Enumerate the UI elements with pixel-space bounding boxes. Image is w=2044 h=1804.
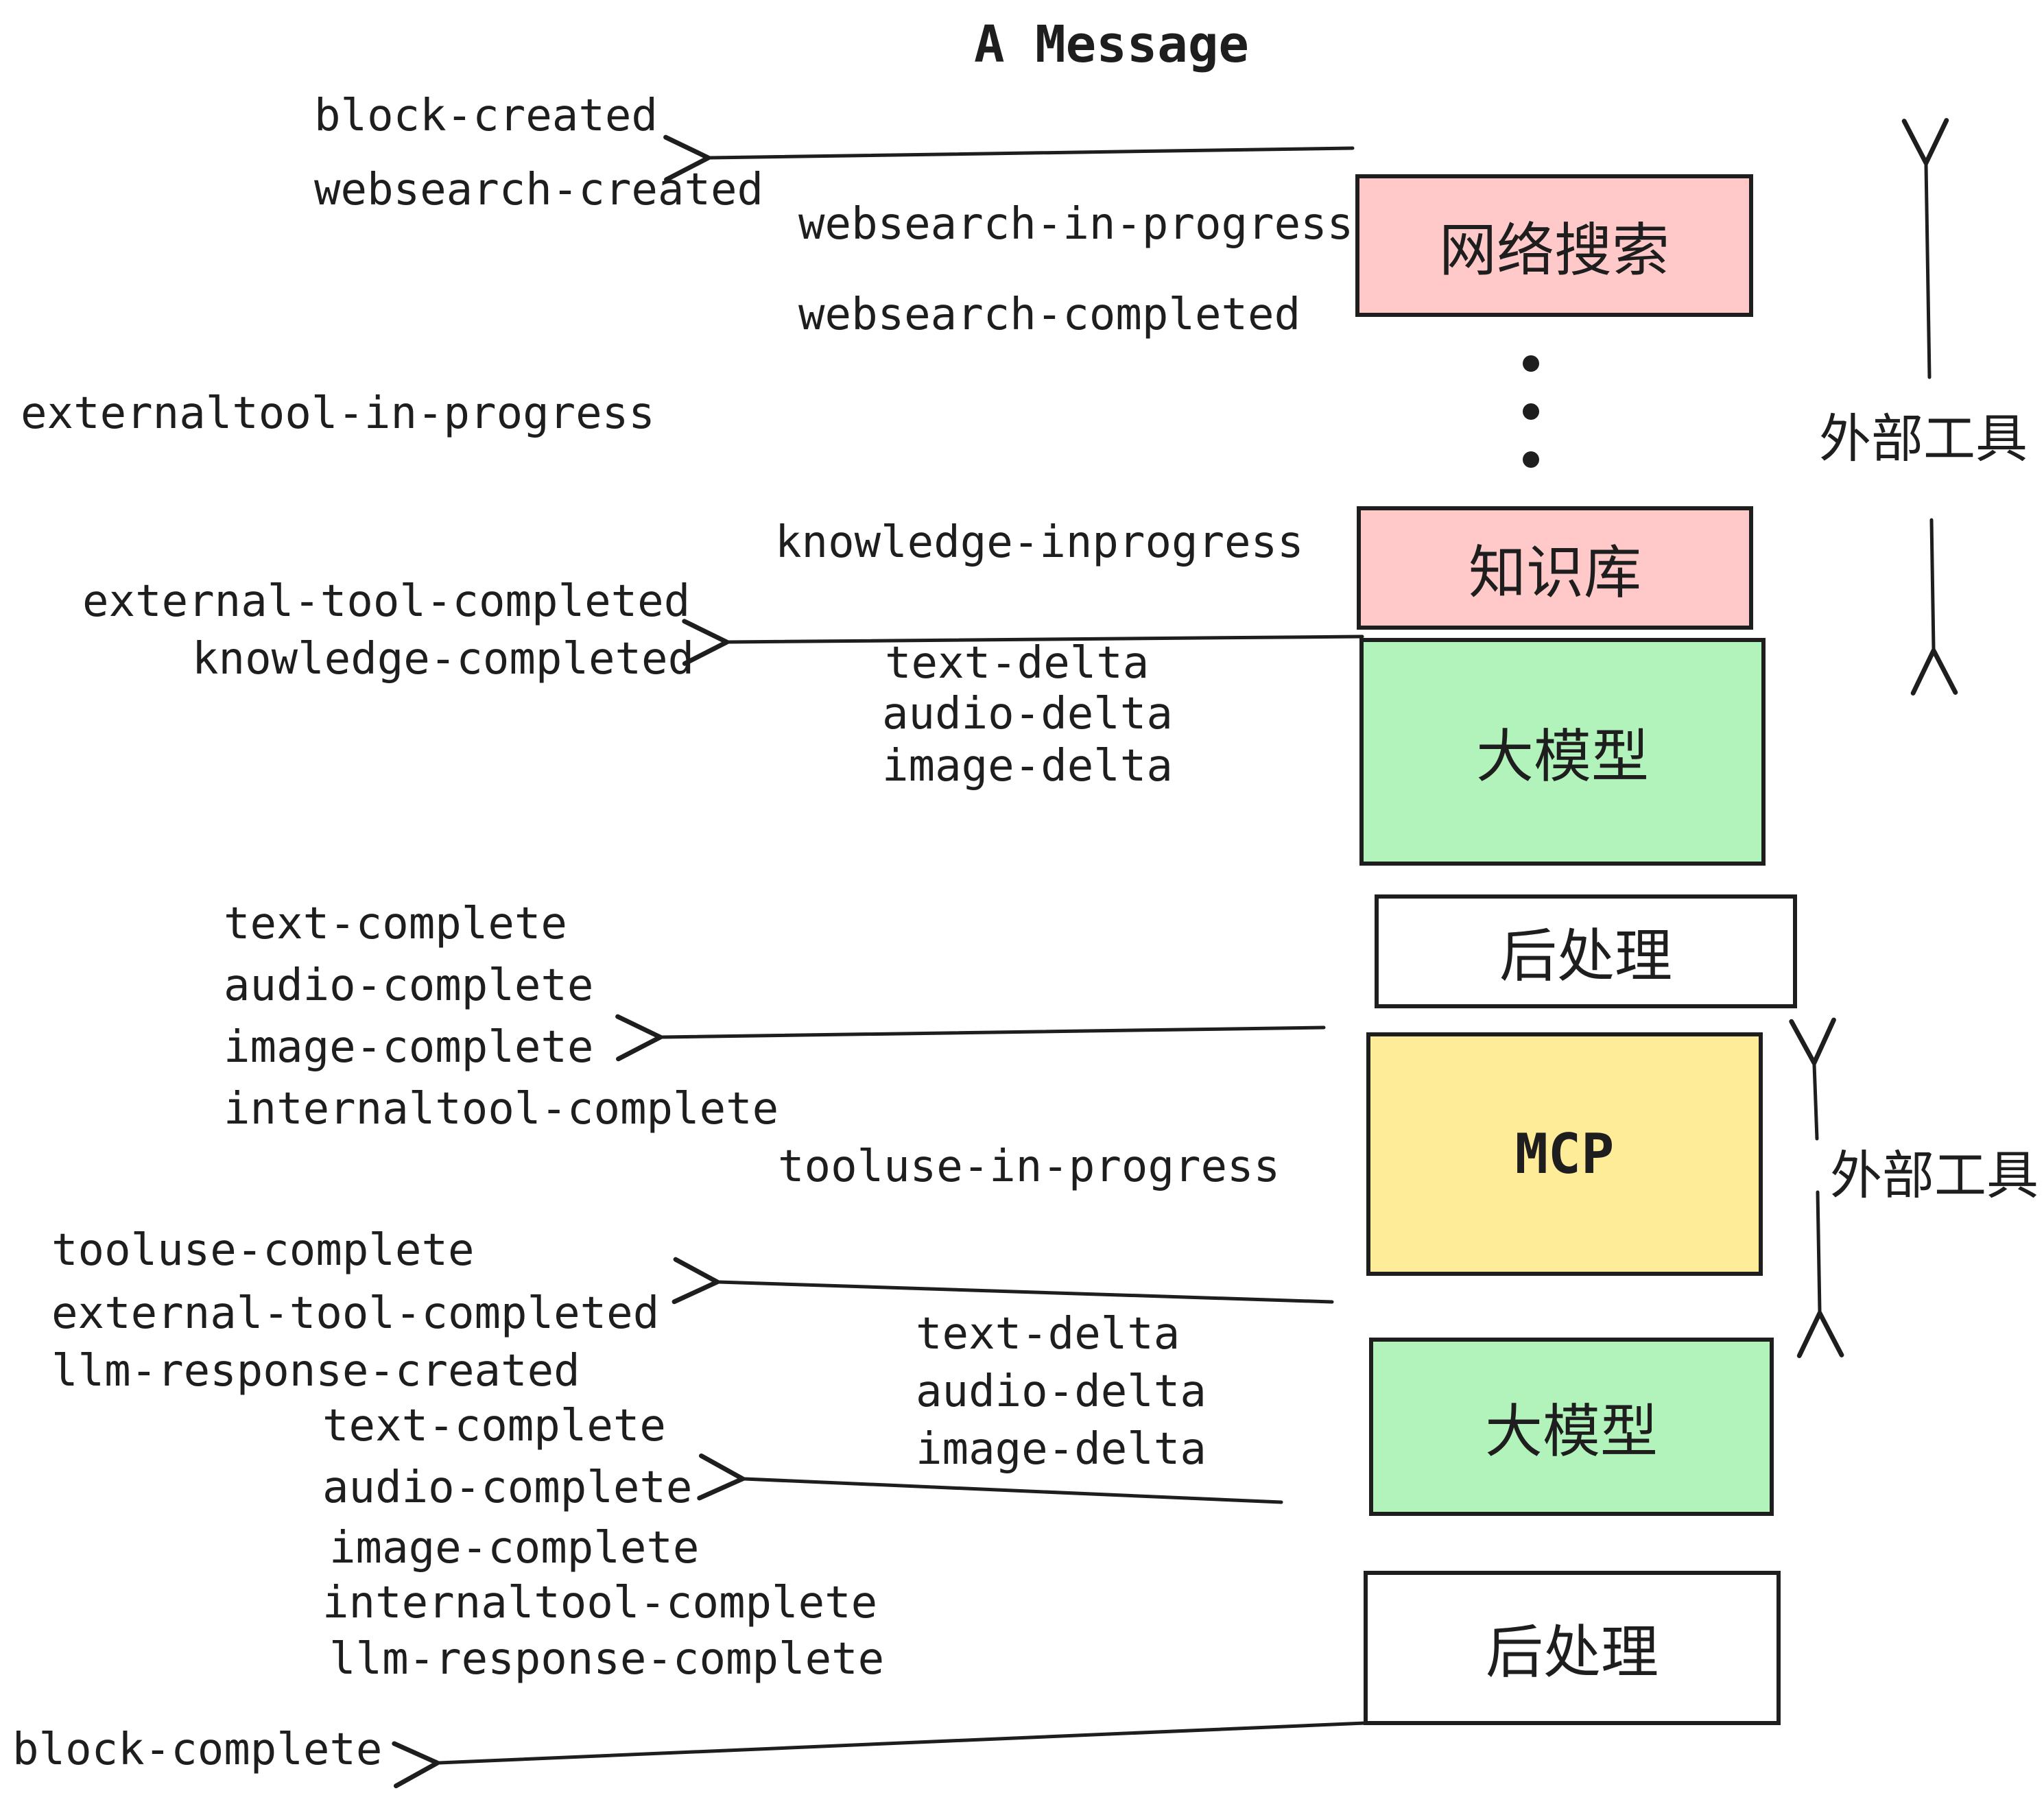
event-image-complete: image-complete	[329, 1523, 700, 1574]
ellipsis-dots-2	[1523, 403, 1539, 420]
mcp-box: MCP	[1366, 1032, 1763, 1276]
diagram-title: A Message	[974, 15, 1249, 74]
postprocess1-to-image-complete-arrow	[615, 1014, 1326, 1062]
mcp-to-tooluse-complete-arrow	[672, 1257, 1334, 1305]
external-tools-arrow-down-2-arrow	[1796, 1190, 1844, 1358]
external-tools-arrow-up-2-arrow	[1789, 1017, 1836, 1141]
event-text-complete: text-complete	[322, 1401, 666, 1451]
external-tools-label-1: 外部工具	[1819, 408, 2028, 469]
ellipsis-dots-1	[1523, 355, 1539, 372]
event-llm-response-created: llm-response-created	[51, 1346, 580, 1397]
event-text-delta: text-delta	[916, 1309, 1180, 1360]
event-internaltool-complete: internaltool-complete	[224, 1084, 779, 1135]
event-image-complete: image-complete	[224, 1022, 594, 1073]
llm2-to-audio-complete-arrow	[697, 1453, 1283, 1504]
event-text-delta: text-delta	[885, 638, 1150, 689]
event-externaltool-in-progress: externaltool-in-progress	[21, 388, 655, 439]
llm-box-1-label: 大模型	[1475, 722, 1649, 790]
event-audio-complete: audio-complete	[224, 960, 594, 1011]
llm-box-2: 大模型	[1369, 1338, 1774, 1516]
knowledge-box-label: 知识库	[1468, 538, 1641, 606]
event-image-delta: image-delta	[916, 1424, 1207, 1475]
event-image-delta: image-delta	[882, 741, 1173, 792]
event-block-created: block-created	[314, 91, 658, 141]
event-audio-complete: audio-complete	[322, 1462, 693, 1513]
external-tools-label-2: 外部工具	[1830, 1145, 2039, 1206]
knowledge-box: 知识库	[1357, 506, 1753, 630]
websearch-box: 网络搜索	[1355, 174, 1753, 317]
event-tooluse-complete: tooluse-complete	[51, 1225, 475, 1276]
postprocess-box-1-label: 后处理	[1499, 922, 1672, 990]
event-tooluse-in-progress: tooluse-in-progress	[778, 1141, 1281, 1192]
postprocess-box-2: 后处理	[1364, 1571, 1781, 1725]
event-websearch-created: websearch-created	[314, 165, 764, 215]
event-block-complete: block-complete	[12, 1724, 383, 1775]
event-knowledge-inprogress: knowledge-inprogress	[775, 517, 1304, 568]
llm-box-2-label: 大模型	[1484, 1397, 1658, 1465]
llm-box-1: 大模型	[1359, 638, 1766, 866]
event-external-tool-completed: external-tool-completed	[82, 576, 691, 627]
event-audio-delta: audio-delta	[916, 1366, 1207, 1417]
event-audio-delta: audio-delta	[882, 689, 1173, 739]
event-external-tool-completed: external-tool-completed	[51, 1288, 660, 1339]
websearch-box-label: 网络搜索	[1438, 216, 1669, 284]
postprocess-box-1: 后处理	[1375, 894, 1797, 1008]
event-text-complete: text-complete	[224, 899, 567, 949]
ellipsis-dots-3	[1523, 451, 1539, 468]
external-tools-arrow-down-1-arrow	[1910, 518, 1958, 696]
event-knowledge-completed: knowledge-completed	[192, 634, 695, 685]
postprocess-box-2-label: 后处理	[1485, 1619, 1659, 1686]
msg-to-block-created-arrow	[663, 134, 1355, 182]
event-llm-response-complete: llm-response-complete	[329, 1634, 885, 1685]
external-tools-arrow-up-1-arrow	[1901, 118, 1949, 379]
event-websearch-in-progress: websearch-in-progress	[798, 199, 1354, 250]
mcp-box-label: MCP	[1514, 1122, 1615, 1186]
event-websearch-completed: websearch-completed	[798, 289, 1301, 340]
event-internaltool-complete: internaltool-complete	[322, 1578, 878, 1628]
postprocess2-to-block-complete-arrow	[392, 1721, 1367, 1789]
